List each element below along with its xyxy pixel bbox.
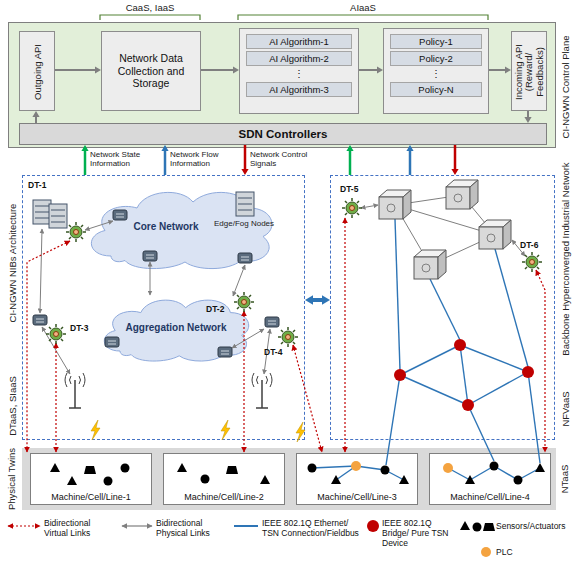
api-box: Outgoing API xyxy=(19,31,55,111)
wireless-bolt xyxy=(91,420,305,442)
tsn-bridge xyxy=(394,339,534,411)
vertical-label: NFVaaS xyxy=(561,384,571,434)
flow-arrow xyxy=(32,111,39,123)
sensor-actuator xyxy=(50,462,545,486)
twin-tag: DT-3 xyxy=(70,323,94,333)
service-bracket xyxy=(100,15,488,20)
node-label: Policy-2 xyxy=(390,51,482,66)
node-label: SDN Controllers xyxy=(239,128,328,140)
node-label: Aggregation Network xyxy=(125,322,226,333)
node-label: AI Algorithm-1 xyxy=(246,34,352,49)
legend-sample xyxy=(8,520,495,557)
network-region: Backbone Hyperconverged Industrial Netwo… xyxy=(330,175,555,440)
algorithm-column: AI Algorithm-1 AI Algorithm-2 ⋮ AI Algorith… xyxy=(239,28,359,114)
vertical-label: NTaaS xyxy=(560,454,570,504)
twin-tag: DT-4 xyxy=(264,347,294,357)
twin-tag: DT-2 xyxy=(206,304,236,314)
storage-box: Network Data Collection and Storage xyxy=(101,31,201,111)
legend-text: Sensors/Actuators xyxy=(496,521,576,531)
machine-box: Machine/Cell/Line-4 xyxy=(429,453,551,505)
annotation: Network State Information xyxy=(90,150,162,168)
flow-arrow xyxy=(305,295,330,305)
legend-text: PLC xyxy=(496,547,556,557)
twin-tag: DT-6 xyxy=(520,240,550,250)
vertical-label: Backbone Hyperconverged Industrial Netwo… xyxy=(561,144,571,374)
annotation: Edge/Fog Nodes xyxy=(214,219,278,228)
node-label: ⋮ xyxy=(390,68,482,80)
flow-arrow xyxy=(81,145,88,175)
node-label: Machine/Cell/Line-2 xyxy=(184,492,264,502)
vertical-label: CI-NGWN NIBs Architecture xyxy=(8,188,18,338)
router-icon xyxy=(33,210,279,357)
server-stack xyxy=(33,192,254,228)
tsn-link xyxy=(312,219,540,480)
digital-twin-icon xyxy=(46,198,542,347)
legend-text: IEEE 802.1Q Ethernet/ TSN Connection/Fie… xyxy=(262,518,366,538)
node-label: Policy-1 xyxy=(390,34,482,49)
server-cube xyxy=(379,180,511,279)
vertical-label: DTaaS, SIaaS xyxy=(8,371,18,441)
node-label: Machine/Cell/Line-1 xyxy=(51,492,131,502)
vertical-label: Physical Twins xyxy=(7,444,17,514)
node-label: Network Data Collection and Storage xyxy=(106,52,196,90)
antenna xyxy=(65,373,272,408)
flow-arrow xyxy=(359,66,383,73)
physical-band: Physical TwinsNTaaSMachine/Cell/Line-1Ma… xyxy=(22,448,556,510)
flow-arrow xyxy=(451,145,458,175)
flow-arrow xyxy=(489,66,511,73)
legend-text: Bidirectional Physical Links xyxy=(156,518,228,538)
vertical-label: CI-NGWN Control Plane xyxy=(561,22,571,152)
legend-text: IEEE 802.1Q Bridge/ Pure TSN Device xyxy=(382,518,456,548)
annotation: Network Control Signals xyxy=(250,150,322,168)
node-label: AI Algorithm-3 xyxy=(246,82,352,97)
flow-arrow xyxy=(524,111,531,123)
twin-tag: DT-1 xyxy=(28,180,58,190)
node-label: ⋮ xyxy=(246,68,352,80)
flow-arrow xyxy=(241,145,248,175)
node-label: AI Algorithm-2 xyxy=(246,51,352,66)
plc xyxy=(351,461,453,473)
flow-arrow xyxy=(161,145,168,175)
control-plane: CI-NGWN Control PlaneOutgoing APINetwork… xyxy=(8,22,556,148)
controller-bar: SDN Controllers xyxy=(19,123,547,145)
node-label: Machine/Cell/Line-4 xyxy=(450,492,530,502)
policy-column: Policy-1Policy-2 ⋮ Policy-N xyxy=(383,28,489,114)
flow-arrow xyxy=(406,145,413,175)
flow-arrow xyxy=(201,66,239,73)
annotation: Network Flow Information xyxy=(170,150,242,168)
machine-box: Machine/Cell/Line-3 xyxy=(296,453,418,505)
legend-text: Bidirectional Virtual Links xyxy=(44,518,116,538)
machine-box: Machine/Cell/Line-1 xyxy=(30,453,152,505)
vertical-label: Incoming API (Reward/ Feedbacks) xyxy=(514,34,545,110)
node-label: Core Network xyxy=(133,221,198,232)
annotation: CaaS, IaaS xyxy=(100,2,200,13)
twin-tag: DT-5 xyxy=(340,184,370,194)
vertical-label: Outgoing API xyxy=(33,34,43,110)
api-box: Incoming API (Reward/ Feedbacks) xyxy=(511,31,547,111)
node-label: Machine/Cell/Line-3 xyxy=(317,492,397,502)
virtual-link xyxy=(27,218,545,452)
flow-arrow xyxy=(55,66,101,73)
annotation: AIaaS xyxy=(238,2,488,13)
flow-arrow xyxy=(346,145,353,175)
physical-link xyxy=(40,205,525,374)
node-label: Policy-N xyxy=(390,82,482,97)
